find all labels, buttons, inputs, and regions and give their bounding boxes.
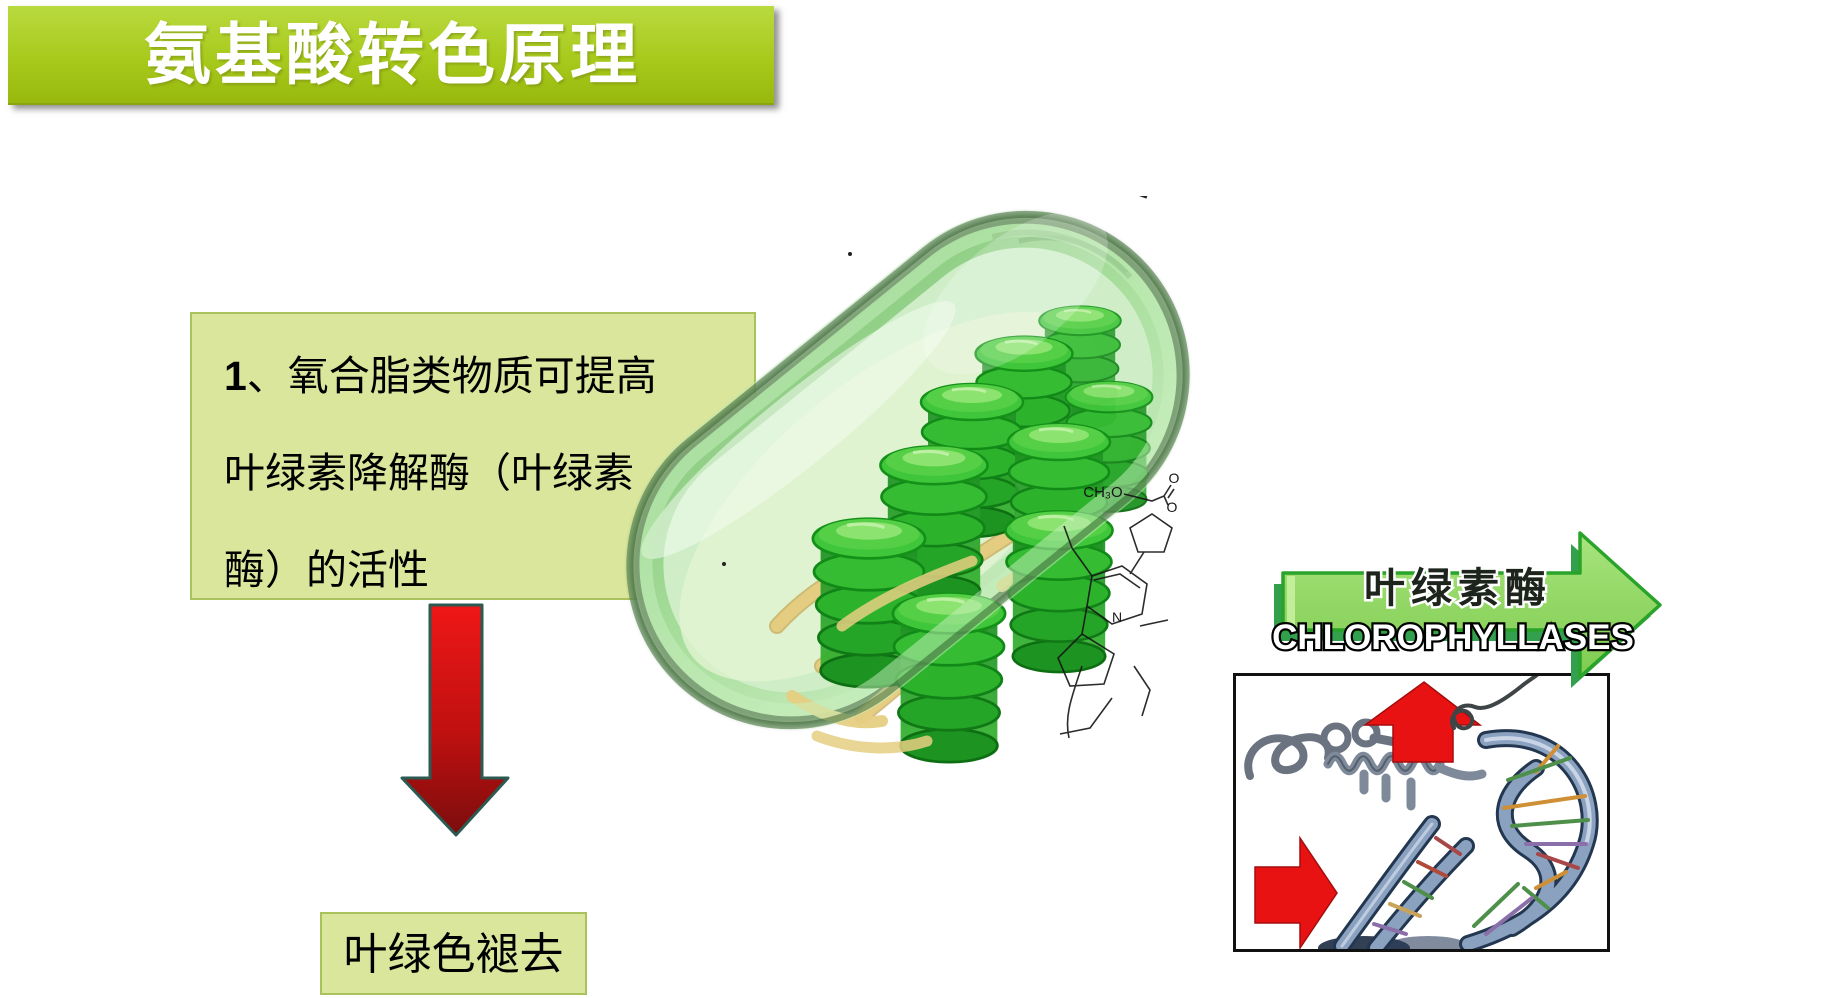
point-line-3: 酶）的活性 <box>224 547 429 593</box>
molecule-label-n: N <box>1112 609 1122 625</box>
stroma-lamellae-front <box>811 555 978 754</box>
dna-illustration <box>1244 672 1599 960</box>
point-text-box: 1、氧合脂类物质可提高 叶绿素降解酶（叶绿素 酶）的活性 <box>190 312 756 600</box>
chloroplast-illustration: CH₃O O O N <box>626 196 1190 764</box>
red-right-arrow <box>1254 835 1338 951</box>
dna-helix <box>1333 729 1599 957</box>
title-banner: 氨基酸转色原理 <box>8 6 774 105</box>
point-line-1: 1、氧合脂类物质可提高 <box>224 328 754 425</box>
red-up-arrow <box>1362 681 1483 763</box>
page-title: 氨基酸转色原理 <box>144 18 641 93</box>
point-number: 1 <box>224 353 247 399</box>
molecule-label-o-right: O <box>1167 499 1178 515</box>
molecule-label-o-top: O <box>1169 470 1180 486</box>
red-down-arrow <box>400 603 510 837</box>
dna-figure-box <box>1233 672 1610 960</box>
point-line-2: 叶绿素降解酶（叶绿素 <box>224 450 634 496</box>
result-box: 叶绿色褪去 <box>320 912 587 995</box>
point-line-1-text: 、氧合脂类物质可提高 <box>246 353 657 399</box>
membrane-rim <box>626 210 1190 730</box>
chlorophyll-molecule-sketch <box>1057 484 1175 739</box>
edge-specks <box>722 196 1148 566</box>
enzyme-arrow-label-en: CHLOROPHYLLASES <box>1272 618 1634 657</box>
unwound-strand-line <box>1450 672 1540 731</box>
enzyme-arrow-label-zh: 叶绿素酶 <box>1364 565 1552 611</box>
enzyme-arrow: 叶绿素酶 CHLOROPHYLLASES <box>1270 531 1662 688</box>
molecule-label-ch3o: CH₃O <box>1083 484 1122 501</box>
